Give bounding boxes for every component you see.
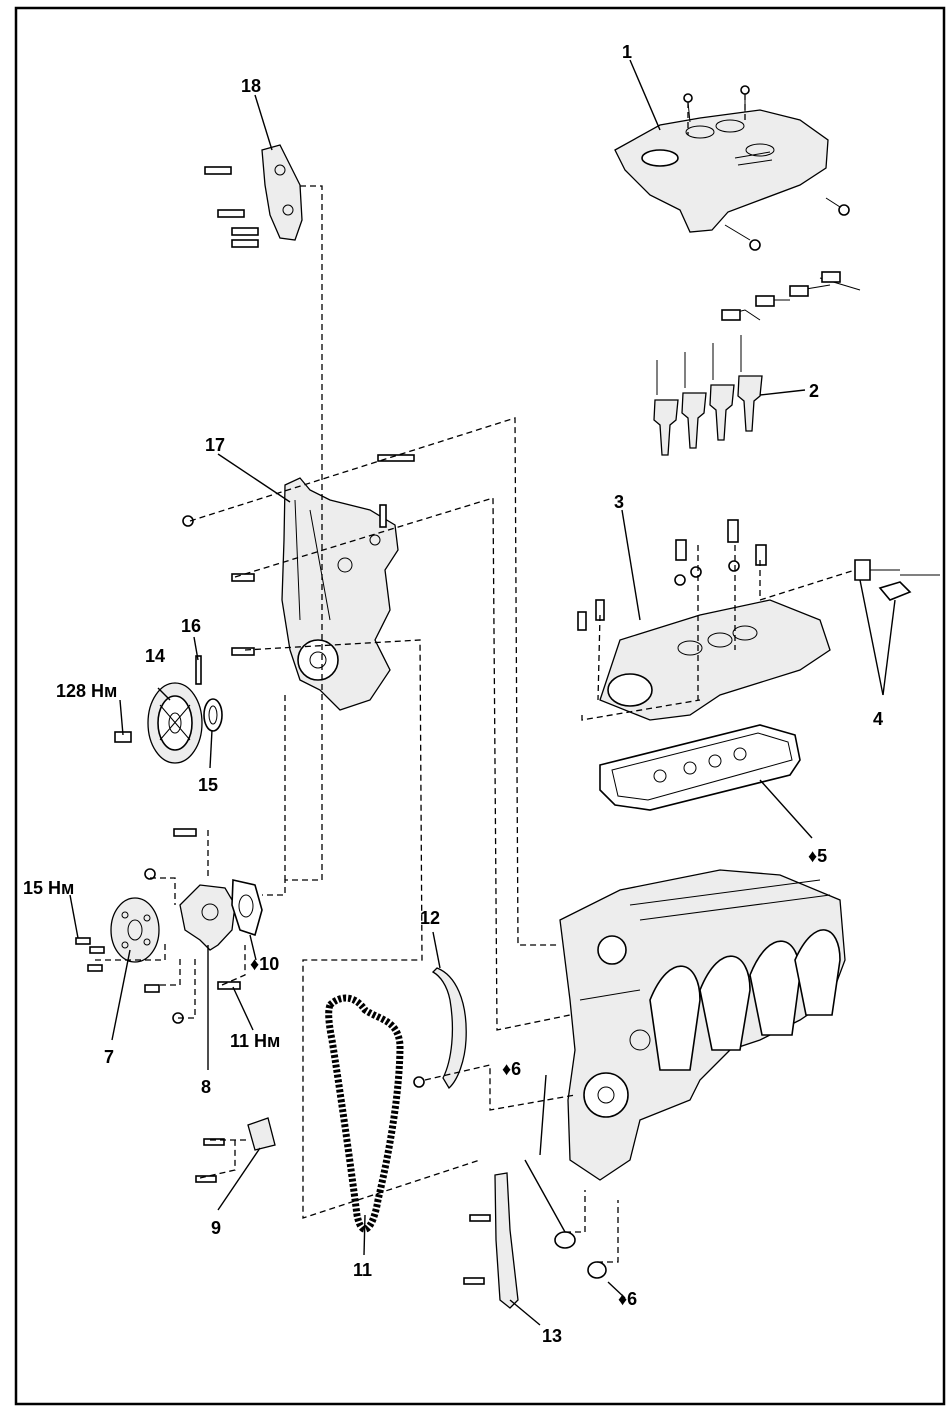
valve-cover [577, 519, 831, 721]
water-pump-pulley [75, 868, 184, 1024]
callout-11: 11 [353, 1260, 372, 1280]
callout-16: 16 [181, 616, 201, 636]
torque-label-pump: 11 Нм [230, 1031, 280, 1051]
crankshaft-pulley [114, 682, 203, 764]
callout-18: 18 [241, 76, 261, 96]
callout-12: 12 [420, 908, 440, 928]
breather-hoses [854, 559, 940, 696]
torque-label-pulley: 128 Нм [56, 681, 117, 701]
chain-guide [413, 967, 467, 1090]
o-rings [554, 1231, 607, 1279]
callout-2: 2 [809, 381, 819, 401]
leader-lines [69, 59, 813, 1326]
water-pump [173, 828, 241, 990]
callout-14: 14 [145, 646, 165, 666]
callout-5: ♦5 [808, 846, 827, 866]
callout-9: 9 [211, 1218, 221, 1238]
callout-6b: ♦6 [618, 1289, 637, 1309]
callout-6a: ♦6 [502, 1059, 521, 1079]
callout-labels: 1 2 3 4 ♦5 ♦6 ♦6 7 8 9 ♦10 11 12 13 14 1… [23, 42, 883, 1346]
callout-13: 13 [542, 1326, 562, 1346]
ignition-coils [653, 271, 861, 456]
callout-10: ♦10 [250, 954, 279, 974]
callout-17: 17 [205, 435, 225, 455]
callout-7: 7 [104, 1047, 114, 1067]
torque-label-pump-pulley: 15 Нм [23, 878, 74, 898]
callout-8: 8 [201, 1077, 211, 1097]
engine-block [559, 869, 846, 1181]
crankshaft-oil-seal [203, 698, 223, 732]
assembly-guide-lines [95, 94, 856, 1263]
timing-chain [325, 994, 404, 1233]
callout-3: 3 [614, 492, 624, 512]
chain-tensioner [195, 1117, 276, 1183]
engine-cover [614, 85, 850, 251]
callout-1: 1 [622, 42, 632, 62]
valve-cover-gasket [599, 724, 801, 811]
chain-slipper [463, 1172, 519, 1309]
woodruff-key [195, 655, 202, 685]
engine-mount-bracket [204, 144, 303, 248]
timing-chain-cover [182, 454, 415, 711]
callout-15: 15 [198, 775, 218, 795]
page-border [14, 6, 946, 1406]
callout-4: 4 [873, 709, 883, 729]
water-pump-gasket [231, 879, 263, 937]
